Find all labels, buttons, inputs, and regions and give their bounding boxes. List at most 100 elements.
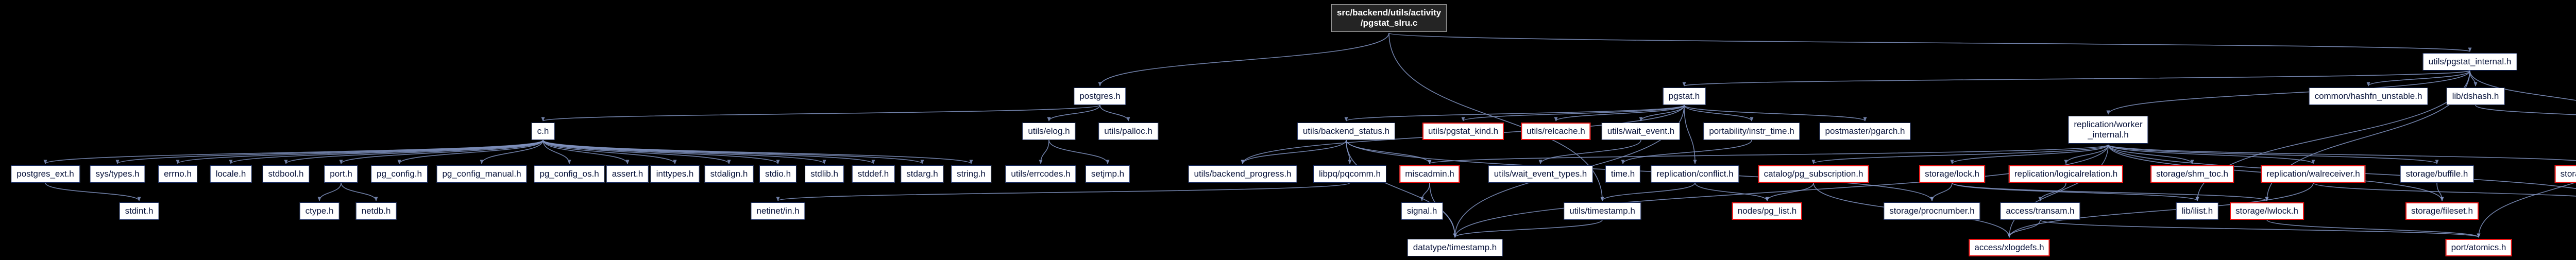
graph-node-stdio-h[interactable]: stdio.h — [759, 165, 797, 183]
graph-node-pqcomm-h[interactable]: libpq/pqcomm.h — [1313, 165, 1387, 183]
include-edge-timestamp-h-to-datatype-timestamp-h — [1453, 219, 1603, 238]
include-edge-conflict-h-to-timestamp-h — [1600, 182, 1696, 201]
include-edge-buffile-h-to-fileset-h — [2436, 182, 2444, 201]
graph-node-postgres-h[interactable]: postgres.h — [1074, 88, 1126, 105]
graph-node-fileset-h[interactable]: storage/fileset.h — [2405, 202, 2479, 220]
include-edge-c-h-to-pg-config-manual-h — [480, 140, 544, 164]
graph-node-netinet-in-h[interactable]: netinet/in.h — [751, 202, 805, 220]
include-edge-c-h-to-assert-h — [543, 140, 630, 164]
include-edge-elog-h-to-setjmp-h — [1048, 140, 1110, 164]
graph-node-conflict-h[interactable]: replication/conflict.h — [1651, 165, 1739, 183]
include-edge-c-h-to-stdio-h — [543, 140, 780, 164]
graph-node-time-h[interactable]: time.h — [1605, 165, 1641, 183]
include-edge-c-h-to-stdalign-h — [543, 140, 731, 164]
graph-node-atomics-h[interactable]: port/atomics.h — [2445, 239, 2512, 256]
graph-node-stdint-h[interactable]: stdint.h — [119, 202, 159, 220]
graph-node-relcache-h[interactable]: utils/relcache.h — [1521, 123, 1591, 140]
graph-node-worker-internal-h[interactable]: replication/worker _internal.h — [2068, 116, 2148, 144]
include-edge-pgstat-internal-h-to-pgstat-h — [1683, 70, 2470, 86]
include-edge-pgstat-h-to-conflict-h — [1684, 105, 1697, 164]
graph-node-xlogdefs-h[interactable]: access/xlogdefs.h — [1969, 239, 2050, 256]
graph-node-elog-h[interactable]: utils/elog.h — [1022, 123, 1076, 140]
include-edge-postgres-h-to-elog-h — [1047, 105, 1100, 122]
include-edge-transam-h-to-atomics-h — [2040, 219, 2481, 238]
graph-node-errno-h[interactable]: errno.h — [158, 165, 197, 183]
graph-node-ilist-h[interactable]: lib/ilist.h — [2176, 202, 2219, 220]
graph-node-procnumber-h[interactable]: storage/procnumber.h — [1884, 202, 1980, 220]
include-edge-pgstat-slru-c-to-pgstat-internal-h — [1388, 32, 2471, 52]
graph-node-pg-config-h[interactable]: pg_config.h — [371, 165, 428, 183]
graph-node-backend-status-h[interactable]: utils/backend_status.h — [1297, 123, 1396, 140]
graph-node-stdarg-h[interactable]: stdarg.h — [901, 165, 944, 183]
include-edge-elog-h-to-errcodes-h — [1039, 140, 1049, 164]
graph-node-stdalign-h[interactable]: stdalign.h — [704, 165, 754, 183]
graph-node-errcodes-h[interactable]: utils/errcodes.h — [1005, 165, 1076, 183]
include-edge-worker-internal-h-to-lock-h — [1950, 144, 2109, 164]
graph-node-hashfn-unstable-h[interactable]: common/hashfn_unstable.h — [2309, 88, 2428, 105]
include-edge-pgstat-h-to-instr-time-h — [1684, 105, 1754, 122]
graph-node-shm-mq-h[interactable]: storage/shm_mq.h — [2554, 165, 2576, 183]
graph-node-logicalrelation-h[interactable]: replication/logicalrelation.h — [2008, 165, 2124, 183]
include-edge-lock-h-to-procnumber-h — [1930, 182, 1953, 201]
include-edge-logicalrelation-h-to-transam-h — [2038, 182, 2066, 201]
graph-node-pg-subscription-h[interactable]: catalog/pg_subscription.h — [1758, 165, 1869, 183]
include-edge-pgstat-internal-h-to-dsa-h — [2469, 70, 2576, 101]
graph-node-pgstat-internal-h[interactable]: utils/pgstat_internal.h — [2422, 53, 2517, 71]
graph-node-buffile-h[interactable]: storage/buffile.h — [2400, 165, 2474, 183]
graph-node-postgres-ext-h[interactable]: postgres_ext.h — [11, 165, 80, 183]
graph-node-port-h[interactable]: port.h — [324, 165, 358, 183]
graph-node-pg-config-manual-h[interactable]: pg_config_manual.h — [436, 165, 527, 183]
graph-node-stddef-h[interactable]: stddef.h — [852, 165, 895, 183]
graph-node-backend-progress-h[interactable]: utils/backend_progress.h — [1188, 165, 1297, 183]
graph-node-palloc-h[interactable]: utils/palloc.h — [1098, 123, 1158, 140]
include-edge-postgres-h-to-palloc-h — [1099, 105, 1130, 122]
include-edge-c-h-to-inttypes-h — [543, 140, 677, 164]
graph-node-stdlib-h[interactable]: stdlib.h — [805, 165, 844, 183]
graph-node-ctype-h[interactable]: ctype.h — [299, 202, 340, 220]
graph-node-miscadmin-h[interactable]: miscadmin.h — [1399, 165, 1460, 183]
include-edge-c-h-to-stdbool-h — [284, 140, 544, 164]
graph-node-pgstat-h[interactable]: pgstat.h — [1663, 88, 1706, 105]
graph-node-netdb-h[interactable]: netdb.h — [355, 202, 397, 220]
graph-node-wait-event-h[interactable]: utils/wait_event.h — [1601, 123, 1681, 140]
graph-node-pgstat-kind-h[interactable]: utils/pgstat_kind.h — [1422, 123, 1504, 140]
graph-node-string-h[interactable]: string.h — [951, 165, 991, 183]
graph-node-transam-h[interactable]: access/transam.h — [2000, 202, 2080, 220]
include-edge-worker-internal-h-to-datatype-timestamp-h — [1453, 144, 2109, 238]
include-edge-worker-internal-h-to-pg-subscription-h — [1811, 144, 2109, 164]
graph-node-walreceiver-h[interactable]: replication/walreceiver.h — [2261, 165, 2366, 183]
graph-node-c-h[interactable]: c.h — [531, 123, 555, 140]
include-edge-worker-internal-h-to-buffile-h — [2108, 144, 2439, 164]
include-edge-pgstat-h-to-backend-status-h — [1344, 105, 1685, 122]
graph-node-locale-h[interactable]: locale.h — [210, 165, 252, 183]
graph-node-signal-h[interactable]: signal.h — [1401, 202, 1443, 220]
graph-node-sys-types-h[interactable]: sys/types.h — [90, 165, 145, 183]
graph-node-stdbool-h[interactable]: stdbool.h — [262, 165, 310, 183]
graph-node-pgarch-h[interactable]: postmaster/pgarch.h — [1819, 123, 1911, 140]
include-edge-worker-internal-h-to-miscadmin-h — [1428, 144, 2109, 164]
graph-node-lwlock-h[interactable]: storage/lwlock.h — [2230, 202, 2304, 220]
include-edge-pg-subscription-h-to-pg-list-h — [1765, 182, 1814, 201]
include-edge-port-h-to-ctype-h — [317, 182, 342, 201]
include-edge-postgres-ext-h-to-stdint-h — [45, 182, 141, 201]
include-edge-pgstat-internal-h-to-worker-internal-h — [2106, 70, 2470, 115]
graph-node-timestamp-h[interactable]: utils/timestamp.h — [1564, 202, 1641, 220]
graph-node-pg-config-os-h[interactable]: pg_config_os.h — [534, 165, 605, 183]
graph-node-setjmp-h[interactable]: setjmp.h — [1085, 165, 1130, 183]
graph-node-dshash-h[interactable]: lib/dshash.h — [2446, 88, 2505, 105]
graph-node-datatype-timestamp-h[interactable]: datatype/timestamp.h — [1407, 239, 1503, 256]
graph-node-lock-h[interactable]: storage/lock.h — [1919, 165, 1985, 183]
graph-node-shm-toc-h[interactable]: storage/shm_toc.h — [2150, 165, 2234, 183]
graph-node-wait-event-types-h[interactable]: utils/wait_event_types.h — [1488, 165, 1593, 183]
graph-node-instr-time-h[interactable]: portability/instr_time.h — [1703, 123, 1800, 140]
include-edge-c-h-to-locale-h — [229, 140, 544, 164]
include-edge-dshash-h-to-dsa-h — [2475, 105, 2576, 115]
graph-node-assert-h[interactable]: assert.h — [606, 165, 649, 183]
include-edge-worker-internal-h-to-logicalrelation-h — [2064, 144, 2109, 164]
include-edge-worker-internal-h-to-walreceiver-h — [2108, 144, 2315, 164]
graph-node-inttypes-h[interactable]: inttypes.h — [650, 165, 700, 183]
graph-node-pg-list-h[interactable]: nodes/pg_list.h — [1732, 202, 1803, 220]
include-edge-conflict-h-to-pg-list-h — [1694, 182, 1769, 201]
